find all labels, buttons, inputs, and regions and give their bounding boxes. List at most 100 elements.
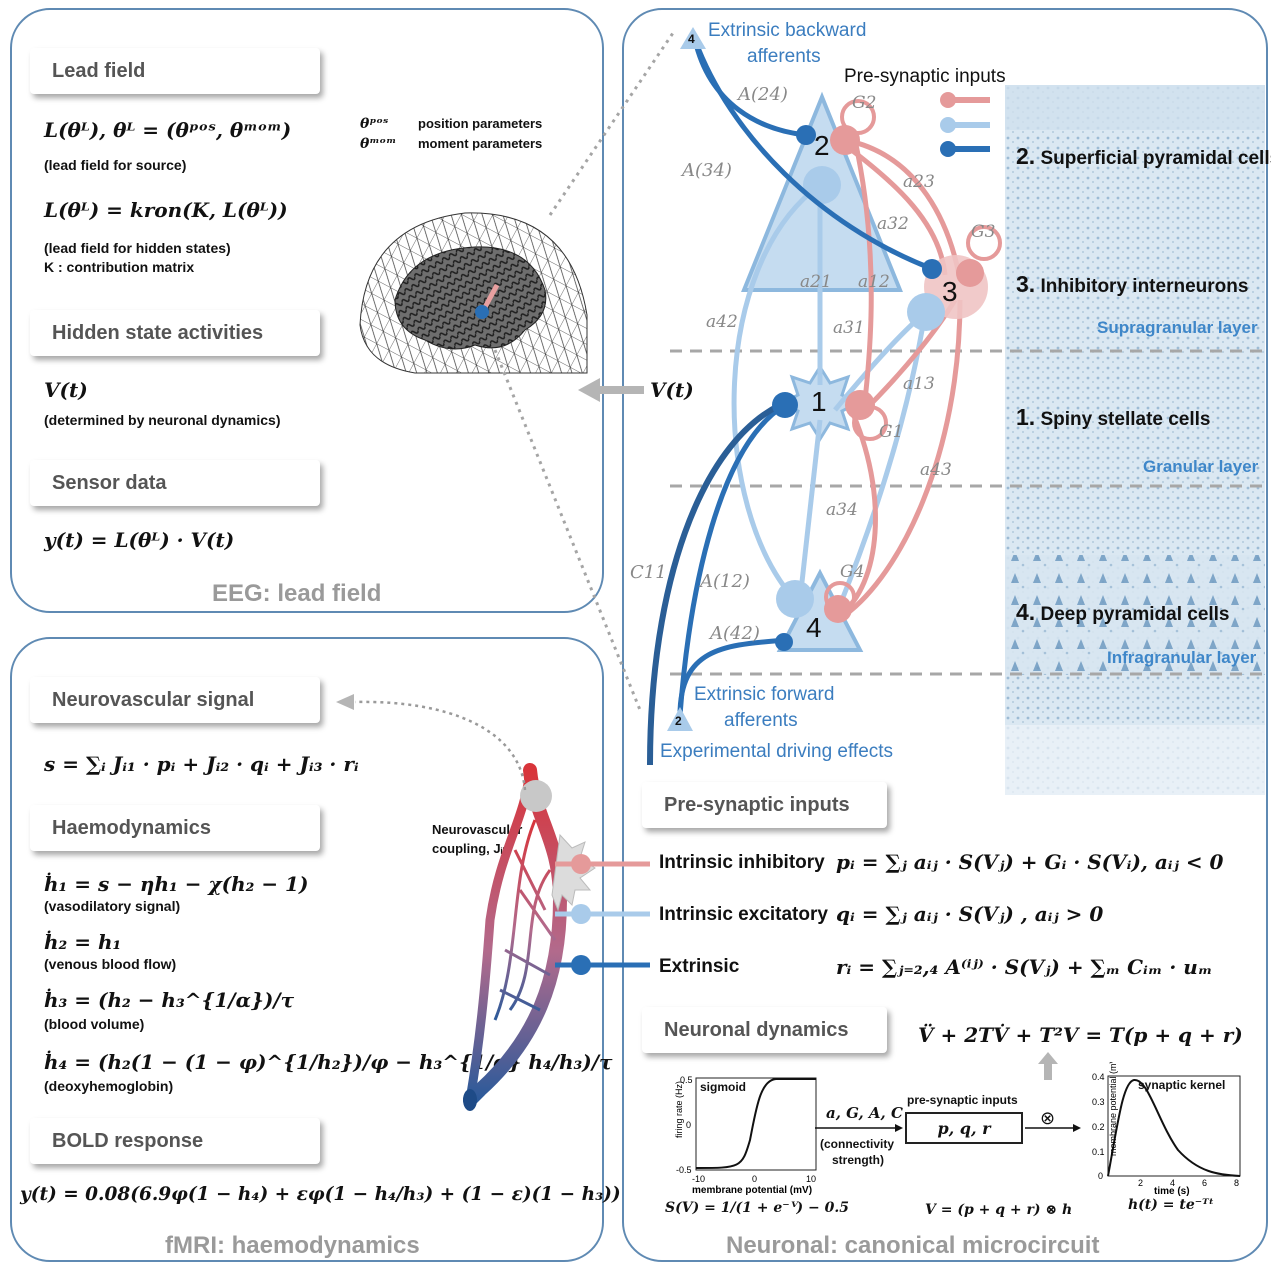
- theta-pos-legend: position parameters: [418, 116, 543, 131]
- h4-note: (deoxyhemoglobin): [44, 1078, 174, 1094]
- theta-mom-legend: moment parameters: [418, 136, 543, 151]
- cortex-histology-background: [1005, 85, 1265, 795]
- label-G4: G4: [840, 562, 865, 582]
- neuronal-caption: Neuronal: canonical microcircuit: [726, 1232, 1100, 1259]
- hidden-state-equation: V(t): [44, 378, 88, 402]
- label-A12: A(12): [700, 571, 750, 592]
- h3-equation: ḣ₃ = (h₂ − h₃^{1/α})/τ: [44, 988, 295, 1012]
- coupling-label-line2: coupling, Jᵢⱼ: [432, 841, 505, 856]
- sigmoid-ytick-mid: 0: [686, 1120, 691, 1130]
- sigmoid-ytick-bottom: -0.5: [676, 1165, 692, 1175]
- eeg-caption: EEG: lead field: [212, 580, 382, 607]
- presynaptic-legend-title: Pre-synaptic inputs: [844, 66, 1006, 87]
- h1-note: (vasodilatory signal): [44, 898, 181, 914]
- experimental-driving-effects: Experimental driving effects: [660, 741, 894, 762]
- presynaptic-legend-swatches: [940, 92, 990, 157]
- coupling-arrow: [336, 694, 527, 791]
- label-a23: a23: [903, 172, 935, 192]
- convolution-equation: V = (p + q + r) ⊗ h: [925, 1202, 1073, 1218]
- kernel-ytick-03: 0.3: [1092, 1097, 1105, 1107]
- presyn-box-value: p, q, r: [937, 1118, 991, 1138]
- input-label-extrinsic: Extrinsic: [659, 956, 740, 977]
- label-a31: a31: [833, 318, 865, 338]
- cell-label-inhibitory: 3. Inhibitory interneurons: [1016, 271, 1249, 297]
- cell-label-superficial: 2. Superficial pyramidal cells: [1016, 143, 1271, 169]
- backward-afferents-line2: afferents: [747, 46, 821, 67]
- h3-note: (blood volume): [44, 1016, 145, 1032]
- label-G3: G3: [971, 222, 996, 242]
- layer-label-supragranular: Supragranular layer: [1097, 318, 1258, 337]
- neuronal-dynamics-note: (determined by neuronal dynamics): [44, 412, 281, 428]
- label-A24: A(24): [738, 84, 788, 105]
- hidden-state-header: Hidden state activities: [30, 310, 320, 356]
- kernel-xtick-6: 6: [1202, 1178, 1207, 1188]
- sigmoid-ylabel: firing rate (Hz): [674, 1081, 684, 1138]
- kernel-xtick-4: 4: [1170, 1178, 1175, 1188]
- kernel-xtick-2: 2: [1138, 1178, 1143, 1188]
- neurovascular-equation: s = ∑ᵢ Jᵢ₁ · pᵢ + Jᵢ₂ · qᵢ + Jᵢ₃ · rᵢ: [44, 752, 359, 776]
- hidden-lead-field-note: (lead field for hidden states): [44, 240, 231, 256]
- afferent-badge-2: 2: [675, 714, 682, 728]
- label-a34: a34: [826, 500, 858, 520]
- theta-mom-symbol: θᵐᵒᵐ: [360, 136, 397, 152]
- contribution-matrix-note: K : contribution matrix: [44, 259, 195, 275]
- dynamics-flow-arrows: [815, 1124, 1081, 1132]
- convolution-symbol: ⊗: [1040, 1108, 1056, 1128]
- label-a12: a12: [858, 272, 890, 292]
- label-A42: A(42): [710, 623, 760, 644]
- fmri-caption: fMRI: haemodynamics: [165, 1232, 420, 1259]
- label-a42: a42: [706, 312, 738, 332]
- synaptic-kernel-plot: membrane potential (mV) 0.4 0.3 0.2 0.1 …: [1092, 1062, 1241, 1197]
- node-label-1: 1: [811, 386, 827, 417]
- kernel-ytick-0: 0: [1098, 1171, 1103, 1181]
- input-eq-extrinsic: rᵢ = ∑ⱼ₌₂,₄ A⁽ⁱʲ⁾ · S(Vⱼ) + ∑ₘ Cᵢₘ · uₘ: [836, 955, 1213, 979]
- connectivity-note-line2: strength): [832, 1153, 884, 1167]
- lead-field-equation: L(θᴸ), θᴸ = (θᵖᵒˢ, θᵐᵒᵐ): [44, 118, 292, 142]
- sigmoid-xtick-mid: 0: [752, 1174, 757, 1184]
- zoom-lines: [493, 29, 677, 711]
- vt-arrow: [578, 378, 644, 402]
- neuronal-dynamics-header: Neuronal dynamics: [642, 1007, 887, 1053]
- node-label-3: 3: [942, 276, 958, 307]
- kernel-ylabel: membrane potential (mV): [1108, 1062, 1118, 1156]
- input-eq-inhibitory: pᵢ = ∑ⱼ aᵢⱼ · S(Vⱼ) + Gᵢ · S(Vᵢ), aᵢⱼ < …: [836, 850, 1224, 874]
- cell-label-spiny: 1. Spiny stellate cells: [1016, 404, 1211, 430]
- dynamics-up-arrow: [1038, 1052, 1058, 1080]
- label-a43: a43: [920, 460, 952, 480]
- layer-label-granular: Granular layer: [1143, 457, 1259, 476]
- sigmoid-equation: S(V) = 1/(1 + e⁻ⱽ) − 0.5: [665, 1200, 849, 1216]
- bold-response-header: BOLD response: [30, 1118, 320, 1164]
- canonical-microcircuit: [647, 27, 1002, 765]
- afferent-badge-4: 4: [688, 32, 695, 46]
- connectivity-params: a, G, A, C: [826, 1104, 903, 1122]
- label-a13: a13: [903, 374, 935, 394]
- h2-note: (venous blood flow): [44, 956, 177, 972]
- kernel-equation: h(t) = te⁻ᵀᵗ: [1128, 1197, 1214, 1213]
- node-label-2: 2: [814, 130, 830, 161]
- node-label-4: 4: [806, 612, 822, 643]
- forward-afferents-line1: Extrinsic forward: [694, 684, 835, 705]
- theta-pos-symbol: θᵖᵒˢ: [360, 116, 389, 132]
- haemodynamics-header: Haemodynamics: [30, 805, 320, 851]
- bold-equation: y(t) = 0.08(6.9φ(1 − h₄) + εφ(1 − h₄/h₃)…: [20, 1184, 621, 1205]
- forward-afferents-line2: afferents: [724, 710, 798, 731]
- kernel-title: synaptic kernel: [1138, 1078, 1226, 1092]
- label-A34: A(34): [682, 160, 732, 181]
- presyn-box-title: pre-synaptic inputs: [907, 1093, 1018, 1107]
- sigmoid-plot: firing rate (Hz) 0.5 0 -0.5 -10 0 10 mem…: [674, 1075, 817, 1196]
- kernel-xlabel: time (s): [1154, 1186, 1190, 1197]
- sigmoid-xtick-left: -10: [692, 1174, 705, 1184]
- sensor-data-header: Sensor data: [30, 460, 320, 506]
- head-mesh-illustration: [359, 212, 588, 374]
- backward-afferents-line1: Extrinsic backward: [708, 20, 867, 41]
- sigmoid-xlabel: membrane potential (mV): [692, 1185, 812, 1196]
- layer-label-infragranular: Infragranular layer: [1107, 648, 1257, 667]
- sigmoid-ytick-top: 0.5: [680, 1075, 693, 1085]
- sigmoid-xtick-right: 10: [806, 1174, 816, 1184]
- input-label-inhibitory: Intrinsic inhibitory: [659, 852, 825, 873]
- dynamics-equation: V̈ + 2TV̇ + T²V = T(p + q + r): [918, 1023, 1243, 1047]
- label-a32: a32: [877, 214, 909, 234]
- sigmoid-title: sigmoid: [700, 1080, 747, 1094]
- kernel-ytick-04: 0.4: [1092, 1072, 1105, 1082]
- sensor-equation: y(t) = L(θᴸ) · V(t): [44, 528, 235, 552]
